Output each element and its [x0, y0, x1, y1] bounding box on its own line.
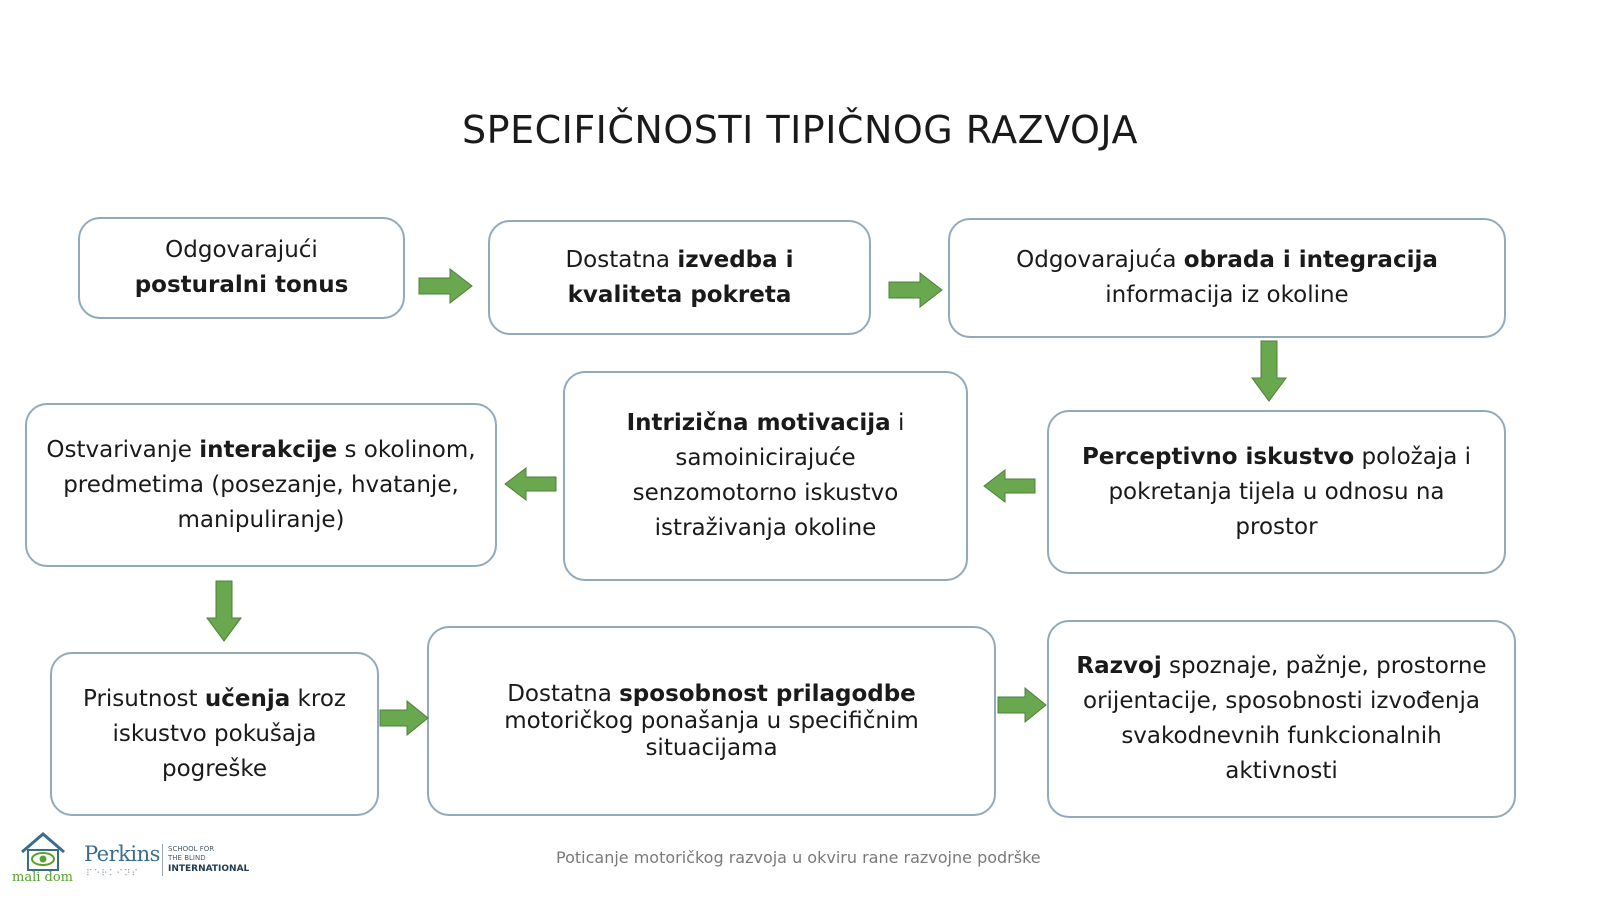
arrow-down-icon	[206, 580, 242, 642]
logo-divider	[162, 844, 163, 876]
perkins-sub-1: SCHOOL FOR	[168, 845, 215, 853]
braille-dots: ⠏⠑⠗⠅⠊⠝⠎	[86, 869, 140, 879]
perkins-wordmark: Perkins	[84, 842, 160, 866]
box-motivacija: Intrizična motivacija i samoinicirajuće …	[563, 371, 968, 581]
perkins-sub-3: INTERNATIONAL	[168, 864, 250, 874]
arrow-right-icon	[997, 687, 1047, 723]
perkins-sub-2: THE BLIND	[168, 854, 206, 862]
box-perceptivno-iskustvo: Perceptivno iskustvo položaja i pokretan…	[1047, 410, 1506, 574]
arrow-right-icon	[379, 700, 429, 736]
box-obrada-integracija: Odgovarajuća obrada i integracija inform…	[948, 218, 1506, 338]
arrow-right-icon	[418, 268, 473, 304]
arrow-down-icon	[1251, 340, 1287, 402]
box-interakcije: Ostvarivanje interakcije s okolinom, pre…	[25, 403, 497, 567]
box-razvoj: Razvoj spoznaje, pažnje, prostorne orije…	[1047, 620, 1516, 818]
footer-text: Poticanje motoričkog razvoja u okviru ra…	[556, 848, 1041, 867]
box-ucenja: Prisutnost učenja kroz iskustvo pokušaja…	[50, 652, 379, 816]
arrow-left-icon	[983, 469, 1036, 503]
box-sposobnost-prilagodbe: Dostatna sposobnost prilagodbe motoričko…	[427, 626, 996, 816]
mali-dom-text: mali dom	[12, 870, 74, 885]
mali-dom-logo: mali dom	[12, 830, 78, 890]
house-eye-icon	[21, 832, 65, 871]
arrow-left-icon	[504, 467, 557, 501]
perkins-logo: Perkins ⠏⠑⠗⠅⠊⠝⠎ SCHOOL FOR THE BLIND INT…	[84, 842, 254, 882]
slide-title: SPECIFIČNOSTI TIPIČNOG RAZVOJA	[462, 108, 1138, 152]
box-posturalni-tonus: Odgovarajući posturalni tonus	[78, 217, 405, 319]
arrow-right-icon	[888, 272, 943, 308]
box-izvedba-pokreta: Dostatna izvedba i kvaliteta pokreta	[488, 220, 871, 335]
